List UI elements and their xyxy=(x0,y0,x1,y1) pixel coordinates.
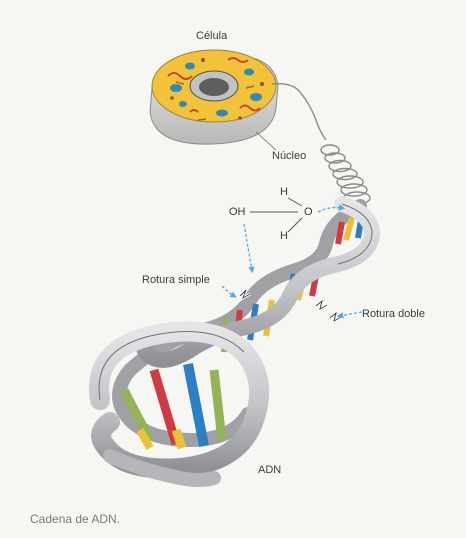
hydrogen-top-label: H xyxy=(280,186,288,198)
water-molecule-bonds xyxy=(250,198,302,232)
cell-label: Célula xyxy=(196,30,227,42)
cell xyxy=(150,50,278,144)
hydrogen-bottom-label: H xyxy=(280,230,288,242)
arrow-double-to-strand xyxy=(340,312,362,316)
double-break-mark xyxy=(316,301,341,321)
single-break-label: Rotura simple xyxy=(142,274,210,286)
nucleus-label: Núcleo xyxy=(272,150,306,162)
nucleus-inner xyxy=(199,78,229,96)
hydroxyl-label: OH xyxy=(229,206,246,218)
leader-lines xyxy=(256,132,276,150)
dna-label: ADN xyxy=(258,464,281,476)
double-break-label: Rotura doble xyxy=(362,308,425,320)
figure-caption: Cadena de ADN. xyxy=(30,512,120,526)
dna-helix xyxy=(99,204,372,480)
arrow-to-single-break xyxy=(244,224,252,270)
oxygen-label: O xyxy=(304,206,313,218)
arrow-single-to-strand xyxy=(222,286,234,296)
